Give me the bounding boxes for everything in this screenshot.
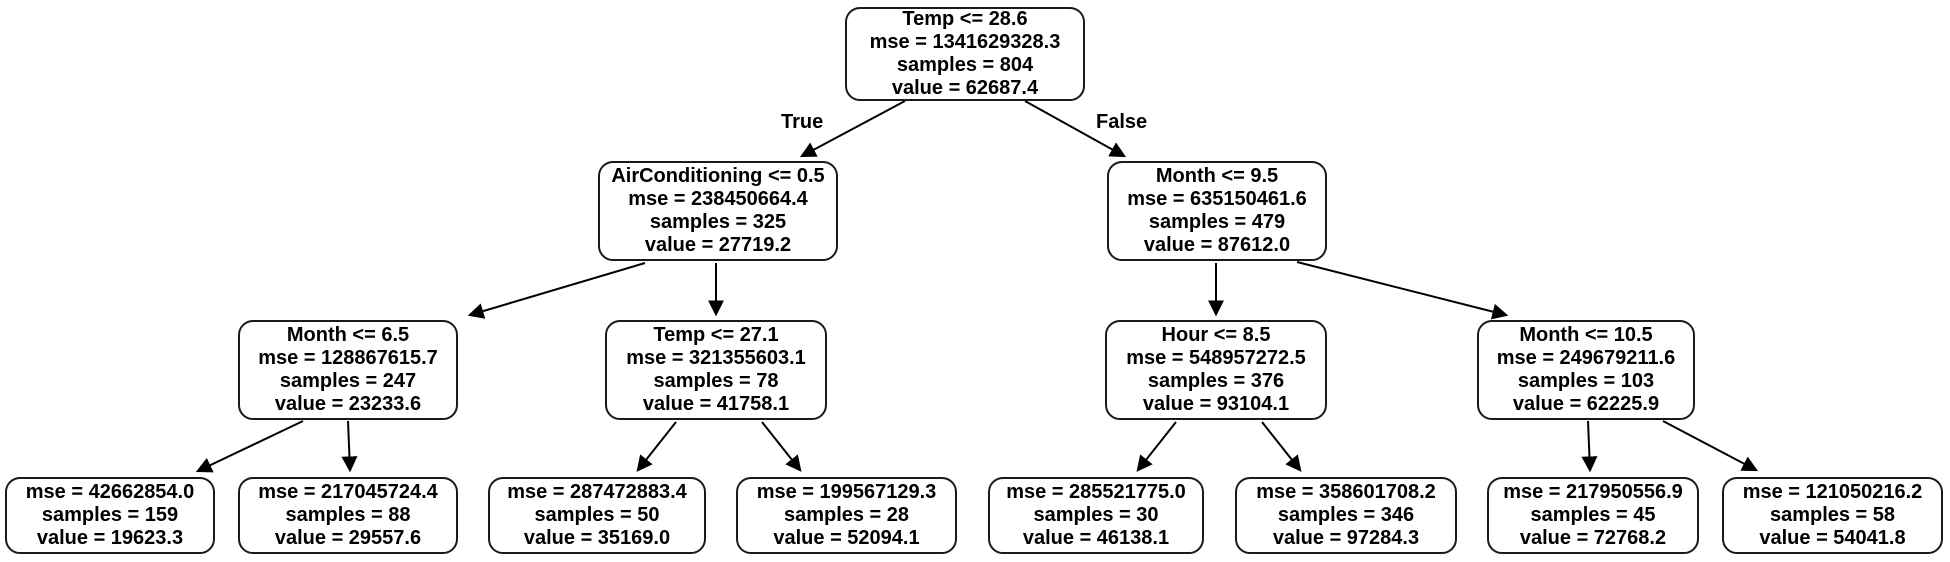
node-condition: Temp <= 28.6 [902,8,1028,30]
node-mse: mse = 199567129.3 [756,481,937,503]
tree-edge [1136,421,1177,472]
tree-node-month-6-5: Month <= 6.5 mse = 128867615.7 samples =… [238,320,458,420]
node-value: value = 46138.1 [1022,527,1170,549]
node-value: value = 93104.1 [1142,393,1290,415]
node-mse: mse = 217950556.9 [1503,481,1683,503]
node-mse: mse = 121050216.2 [1742,481,1923,503]
tree-edge [636,421,677,472]
edge-label-false: False [1096,111,1148,133]
node-samples: samples = 103 [1517,370,1655,392]
edge-label-true: True [781,111,824,133]
node-mse: mse = 42662854.0 [25,481,195,503]
node-mse: mse = 128867615.7 [258,347,438,369]
node-samples: samples = 28 [783,504,910,526]
node-value: value = 97284.3 [1272,527,1420,549]
tree-node-temp-27-1: Temp <= 27.1 mse = 321355603.1 samples =… [605,320,827,420]
node-samples: samples = 50 [534,504,660,526]
node-mse: mse = 217045724.4 [258,481,438,503]
tree-leaf-7: mse = 217950556.9 samples = 45 value = 7… [1487,477,1699,554]
node-samples: samples = 45 [1530,504,1656,526]
tree-leaf-8: mse = 121050216.2 samples = 58 value = 5… [1722,477,1943,554]
node-value: value = 72768.2 [1519,527,1667,549]
node-mse: mse = 321355603.1 [626,347,806,369]
node-value: value = 41758.1 [642,393,790,415]
tree-leaf-1: mse = 42662854.0 samples = 159 value = 1… [5,477,215,554]
node-mse: mse = 238450664.4 [628,188,808,210]
node-samples: samples = 58 [1769,504,1896,526]
node-condition: Hour <= 8.5 [1161,324,1271,346]
tree-edge [1581,420,1598,473]
node-value: value = 52094.1 [773,527,920,549]
node-samples: samples = 88 [285,504,411,526]
node-condition: Month <= 9.5 [1155,165,1279,187]
node-samples: samples = 78 [653,370,779,392]
tree-edge [341,420,358,473]
node-condition: Month <= 10.5 [1519,324,1653,346]
node-samples: samples = 346 [1277,504,1415,526]
tree-edge [1296,261,1509,320]
tree-node-month-10-5: Month <= 10.5 mse = 249679211.6 samples … [1477,320,1695,420]
node-mse: mse = 287472883.4 [507,481,687,503]
node-mse: mse = 249679211.6 [1496,347,1676,369]
tree-edge [467,262,646,319]
tree-node-root: Temp <= 28.6 mse = 1341629328.3 samples … [845,7,1085,101]
node-mse: mse = 358601708.2 [1256,481,1436,503]
node-value: value = 29557.6 [274,527,422,549]
tree-node-hour-8-5: Hour <= 8.5 mse = 548957272.5 samples = … [1105,320,1327,420]
node-mse: mse = 548957272.5 [1126,347,1306,369]
tree-edge [195,420,304,473]
node-value: value = 87612.0 [1143,234,1291,256]
tree-edge [1261,421,1302,472]
node-mse: mse = 285521775.0 [1006,481,1186,503]
node-samples: samples = 325 [649,211,787,233]
node-value: value = 27719.2 [644,234,792,256]
node-samples: samples = 247 [279,370,417,392]
tree-leaf-2: mse = 217045724.4 samples = 88 value = 2… [238,477,458,554]
node-value: value = 62225.9 [1512,393,1660,415]
node-mse: mse = 1341629328.3 [869,31,1061,53]
node-value: value = 23233.6 [274,393,422,415]
node-samples: samples = 376 [1147,370,1285,392]
tree-edge [1662,420,1759,472]
tree-node-airconditioning: AirConditioning <= 0.5 mse = 238450664.4… [598,161,838,261]
node-samples: samples = 479 [1148,211,1286,233]
tree-edge [761,421,802,472]
node-samples: samples = 159 [41,504,179,526]
node-samples: samples = 804 [896,54,1034,76]
node-condition: Month <= 6.5 [286,324,410,346]
tree-leaf-4: mse = 199567129.3 samples = 28 value = 5… [736,477,957,554]
tree-leaf-3: mse = 287472883.4 samples = 50 value = 3… [488,477,706,554]
tree-node-month-9-5: Month <= 9.5 mse = 635150461.6 samples =… [1107,161,1327,261]
tree-leaf-6: mse = 358601708.2 samples = 346 value = … [1235,477,1457,554]
node-value: value = 35169.0 [523,527,671,549]
node-condition: AirConditioning <= 0.5 [611,165,825,187]
node-condition: Temp <= 27.1 [653,324,779,346]
node-value: value = 62687.4 [891,77,1039,99]
tree-leaf-5: mse = 285521775.0 samples = 30 value = 4… [988,477,1204,554]
node-value: value = 19623.3 [36,527,184,549]
node-samples: samples = 30 [1033,504,1159,526]
node-mse: mse = 635150461.6 [1127,188,1307,210]
node-value: value = 54041.8 [1759,527,1906,549]
